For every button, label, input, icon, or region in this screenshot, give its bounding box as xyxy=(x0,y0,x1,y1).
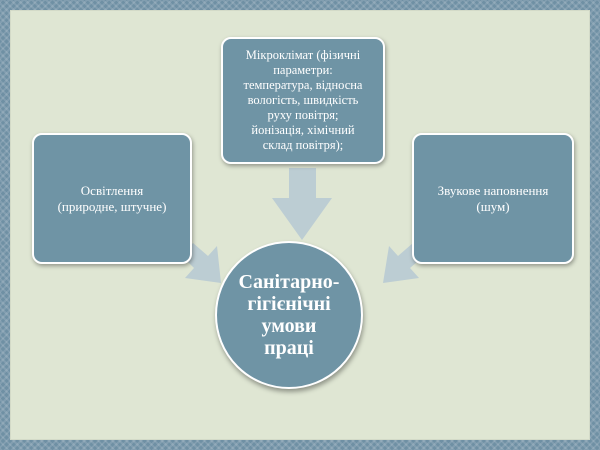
node-center-line: умови xyxy=(261,315,317,337)
node-noise-line: (шум) xyxy=(476,198,510,214)
node-microclimate-line: руху повітря; xyxy=(267,108,339,122)
node-microclimate-line: вологість, швидкість xyxy=(247,93,359,107)
node-microclimate-line: Мікроклімат (фізичні xyxy=(245,48,361,62)
node-microclimate-line: йонізація, хімічний xyxy=(251,123,355,137)
node-lighting: Освітлення (природне, штучне) xyxy=(32,133,192,264)
node-lighting-text: Освітлення (природне, штучне) xyxy=(58,183,167,215)
arrow-top-to-center xyxy=(272,168,332,240)
node-microclimate-line: склад повітря); xyxy=(262,138,344,152)
node-noise-line: Звукове наповнення xyxy=(437,182,549,198)
node-noise-text: Звукове наповнення (шум) xyxy=(438,183,549,215)
node-lighting-line: Освітлення xyxy=(80,182,144,198)
node-microclimate-text: Мікроклімат (фізичні параметри: температ… xyxy=(243,48,362,153)
node-center-line: Санітарно- xyxy=(238,271,340,293)
node-center-line: гігієнічні xyxy=(247,293,331,315)
node-center-text: Санітарно- гігієнічні умови праці xyxy=(239,271,340,359)
node-microclimate-line: температура, відносна xyxy=(243,78,363,92)
node-microclimate-line: параметри: xyxy=(273,63,333,77)
slide-canvas: Мікроклімат (фізичні параметри: температ… xyxy=(10,10,590,440)
node-center-line: праці xyxy=(264,337,314,359)
node-center-conditions: Санітарно- гігієнічні умови праці xyxy=(215,241,363,389)
node-microclimate: Мікроклімат (фізичні параметри: температ… xyxy=(221,37,385,164)
node-lighting-line: (природне, штучне) xyxy=(57,198,167,214)
node-noise: Звукове наповнення (шум) xyxy=(412,133,574,264)
